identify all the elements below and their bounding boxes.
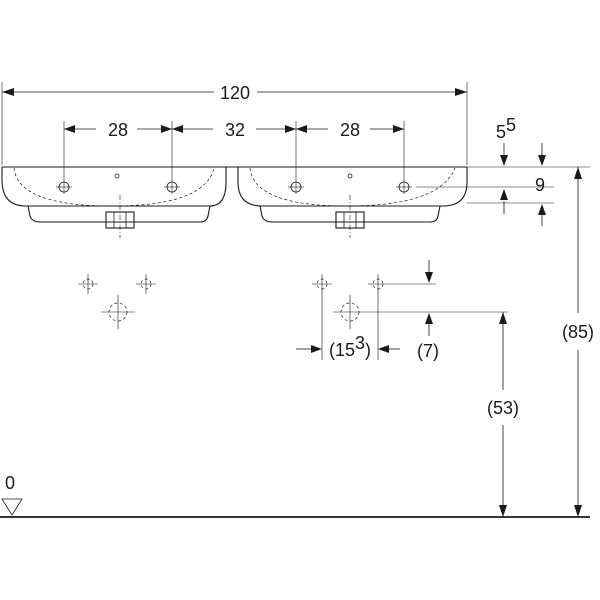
right-tap-spacing-label: 28 bbox=[340, 120, 360, 140]
height-dimensions: (53) (85) bbox=[487, 167, 594, 517]
washbasin-skirts bbox=[27, 195, 441, 238]
left-tap-spacing-label: 28 bbox=[108, 120, 128, 140]
fixing-points-right bbox=[312, 274, 508, 360]
overall-width-label: 120 bbox=[220, 83, 250, 103]
floor-level-label: 0 bbox=[5, 473, 15, 493]
rim-offset-label: 55 bbox=[496, 115, 516, 142]
rim-dimensions: 55 9 bbox=[416, 115, 590, 226]
washbasin-outline bbox=[1, 166, 468, 207]
fixing-spacing-label: (153) bbox=[329, 333, 371, 360]
fixing-dimensions: (7) (153) bbox=[296, 260, 439, 361]
rim-height-label: (53) bbox=[487, 398, 519, 418]
fixing-points-left bbox=[78, 274, 156, 329]
tap-spacing-dimensions: 28 32 28 bbox=[63, 120, 405, 180]
fixing-drop-label: (7) bbox=[417, 341, 439, 361]
tap-holes bbox=[56, 173, 412, 194]
floor-reference: 0 bbox=[0, 473, 590, 518]
center-spacing-label: 32 bbox=[225, 120, 245, 140]
rim-thickness-label: 9 bbox=[535, 175, 545, 195]
overall-width-dimension: 120 bbox=[1, 82, 468, 165]
total-height-label: (85) bbox=[562, 322, 594, 342]
